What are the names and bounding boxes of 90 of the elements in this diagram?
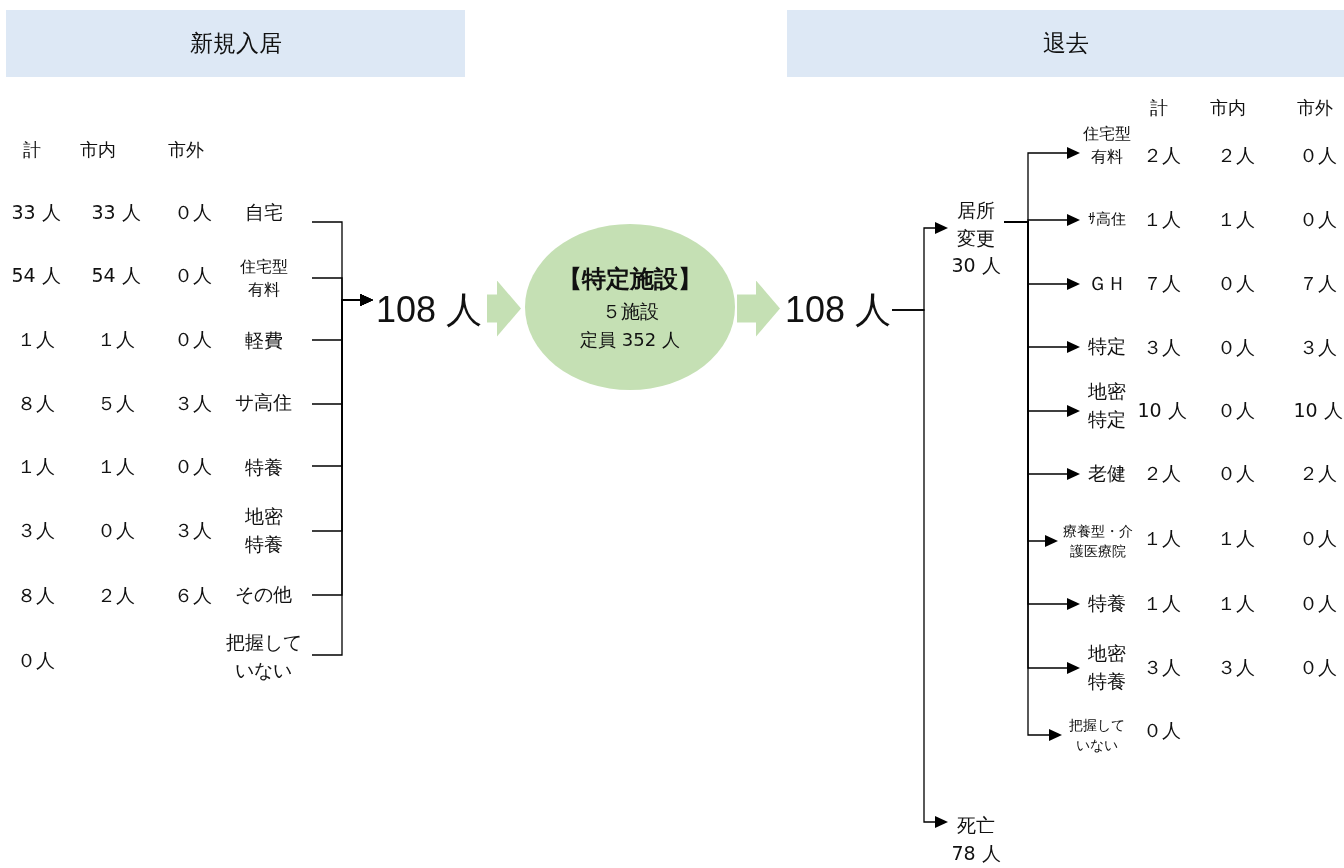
facility-title: 【特定施設】 bbox=[558, 264, 702, 296]
arrow bbox=[891, 309, 948, 828]
category-label: 特養 bbox=[215, 454, 312, 482]
category-label: ｻ高住 bbox=[1080, 209, 1134, 231]
count-value: ２人 bbox=[1143, 143, 1181, 168]
count-value: ３人 bbox=[17, 518, 55, 543]
category-label: 住宅型有料 bbox=[215, 254, 312, 302]
block-arrow bbox=[487, 280, 521, 337]
count-value: １人 bbox=[1143, 207, 1181, 232]
arrow bbox=[311, 294, 373, 656]
count-value: ７人 bbox=[1143, 271, 1181, 296]
count-value: ０人 bbox=[174, 454, 212, 479]
count-value: １人 bbox=[1143, 526, 1181, 551]
category-label: 自宅 bbox=[215, 199, 312, 227]
count-value: 54 人 bbox=[11, 263, 61, 288]
count-value: ０人 bbox=[1217, 461, 1255, 486]
count-value: 10 人 bbox=[1293, 398, 1343, 423]
count-value: ２人 bbox=[1143, 461, 1181, 486]
count-value: ０人 bbox=[17, 648, 55, 673]
count-value: ０人 bbox=[1299, 526, 1337, 551]
category-label: 地密特定 bbox=[1080, 378, 1134, 434]
facility-detail: ５施設 bbox=[601, 299, 659, 325]
count-value: ０人 bbox=[174, 263, 212, 288]
count-value: １人 bbox=[1217, 591, 1255, 616]
count-value: ６人 bbox=[174, 583, 212, 608]
count-value: ０人 bbox=[1143, 718, 1181, 743]
count-value: １人 bbox=[97, 327, 135, 352]
category-label: 地密特養 bbox=[1080, 640, 1134, 696]
total-count: 108 人 bbox=[373, 290, 485, 330]
category-label: 療養型・介護医療院 bbox=[1058, 520, 1138, 562]
column-header: 市内 bbox=[80, 138, 116, 162]
count-value: ８人 bbox=[17, 583, 55, 608]
total-count: 108 人 bbox=[784, 290, 892, 330]
count-value: １人 bbox=[17, 454, 55, 479]
count-value: ０人 bbox=[1217, 335, 1255, 360]
category-label: 特定 bbox=[1080, 333, 1134, 361]
count-value: ０人 bbox=[1299, 655, 1337, 680]
category-label: 老健 bbox=[1080, 460, 1134, 488]
column-header: 計 bbox=[1150, 96, 1168, 120]
section-header: 退去 bbox=[787, 10, 1344, 77]
column-header: 計 bbox=[23, 138, 41, 162]
category-label: 把握していない bbox=[215, 629, 312, 685]
count-value: ０人 bbox=[174, 327, 212, 352]
count-value: ０人 bbox=[174, 200, 212, 225]
count-value: ０人 bbox=[1299, 591, 1337, 616]
count-value: ２人 bbox=[1299, 461, 1337, 486]
count-value: ８人 bbox=[17, 391, 55, 416]
count-value: 78 人 bbox=[950, 841, 1002, 866]
count-value: ５人 bbox=[97, 391, 135, 416]
count-value: 10 人 bbox=[1137, 398, 1187, 423]
category-label: 居所変更 bbox=[956, 197, 996, 251]
category-label: ＧＨ bbox=[1080, 270, 1134, 298]
count-value: ３人 bbox=[174, 518, 212, 543]
count-value: 30 人 bbox=[950, 252, 1002, 278]
category-label: 死亡 bbox=[956, 813, 996, 839]
arrow bbox=[1003, 221, 1062, 741]
count-value: ７人 bbox=[1299, 271, 1337, 296]
category-label: 地密特養 bbox=[215, 503, 312, 559]
count-value: ２人 bbox=[1217, 143, 1255, 168]
count-value: ０人 bbox=[1299, 207, 1337, 232]
count-value: １人 bbox=[17, 327, 55, 352]
section-header: 新規入居 bbox=[6, 10, 465, 77]
count-value: ３人 bbox=[1217, 655, 1255, 680]
count-value: ３人 bbox=[1143, 655, 1181, 680]
count-value: ３人 bbox=[174, 391, 212, 416]
count-value: ０人 bbox=[1299, 143, 1337, 168]
count-value: １人 bbox=[1217, 207, 1255, 232]
category-label: その他 bbox=[215, 581, 312, 609]
category-label: サ高住 bbox=[215, 389, 312, 417]
category-label: 把握していない bbox=[1062, 714, 1132, 756]
count-value: ０人 bbox=[1217, 398, 1255, 423]
count-value: 33 人 bbox=[11, 200, 61, 225]
block-arrow bbox=[737, 280, 780, 337]
column-header: 市外 bbox=[168, 138, 204, 162]
category-label: 軽費 bbox=[215, 327, 312, 355]
facility-detail: 定員 352 人 bbox=[580, 327, 680, 352]
count-value: ０人 bbox=[1217, 271, 1255, 296]
category-label: 住宅型有料 bbox=[1080, 121, 1134, 169]
count-value: ０人 bbox=[97, 518, 135, 543]
count-value: ３人 bbox=[1143, 335, 1181, 360]
count-value: １人 bbox=[1217, 526, 1255, 551]
column-header: 市内 bbox=[1210, 96, 1246, 120]
category-label: 特養 bbox=[1080, 590, 1134, 618]
count-value: １人 bbox=[1143, 591, 1181, 616]
column-header: 市外 bbox=[1297, 96, 1333, 120]
count-value: ２人 bbox=[97, 583, 135, 608]
count-value: 33 人 bbox=[91, 200, 141, 225]
count-value: 54 人 bbox=[91, 263, 141, 288]
count-value: ３人 bbox=[1299, 335, 1337, 360]
count-value: １人 bbox=[97, 454, 135, 479]
